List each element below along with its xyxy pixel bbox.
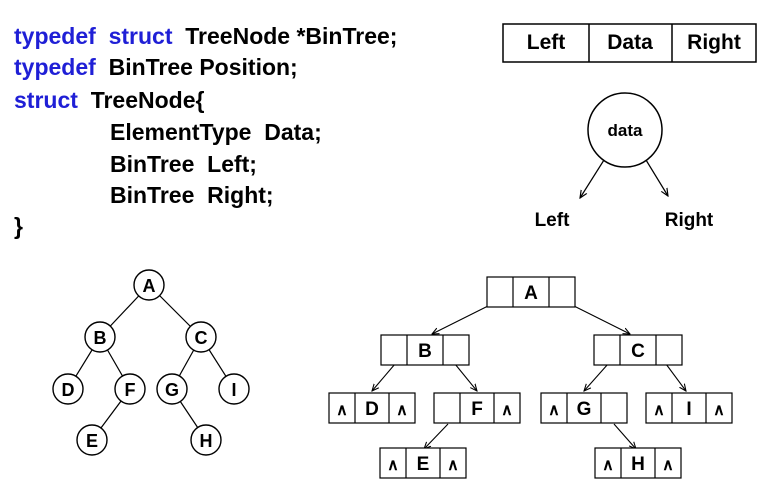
svg-text:E: E bbox=[86, 431, 98, 451]
keyword-typedef: typedef bbox=[14, 23, 96, 49]
tree-node-f: F bbox=[114, 373, 146, 405]
tree-node-g: G bbox=[156, 373, 188, 405]
null-right-e: ∧ bbox=[447, 457, 459, 474]
svg-text:C: C bbox=[195, 328, 208, 348]
svg-text:I: I bbox=[686, 399, 691, 420]
svg-text:B: B bbox=[418, 341, 432, 362]
svg-text:I: I bbox=[231, 380, 236, 400]
keyword-typedef: typedef bbox=[14, 54, 96, 80]
linked-node-e: ∧ E ∧ bbox=[379, 447, 467, 479]
null-left-h: ∧ bbox=[602, 457, 614, 474]
null-right-d: ∧ bbox=[396, 402, 408, 419]
svg-text:F: F bbox=[125, 380, 136, 400]
svg-text:G: G bbox=[577, 399, 592, 420]
linked-node-b: B bbox=[380, 334, 470, 366]
code-line-7: } bbox=[14, 213, 23, 239]
code-line-5: BinTree Left; bbox=[110, 151, 257, 177]
legend-data-cell: Data bbox=[607, 31, 653, 54]
code-line-4: ElementType Data; bbox=[110, 119, 322, 145]
keyword-struct: struct bbox=[108, 23, 173, 49]
svg-text:H: H bbox=[200, 431, 213, 451]
linked-tree-edges bbox=[372, 299, 686, 449]
linked-node-c: C bbox=[593, 334, 683, 366]
svg-text:B: B bbox=[94, 328, 107, 348]
svg-text:H: H bbox=[631, 454, 645, 475]
keyword-struct: struct bbox=[14, 87, 78, 113]
node-structure-legend: Left Data Right bbox=[502, 23, 757, 63]
null-left-g: ∧ bbox=[548, 402, 560, 419]
null-right-i: ∧ bbox=[713, 402, 725, 419]
logical-tree-nodes: A B C D F G I E H bbox=[52, 269, 250, 456]
svg-text:D: D bbox=[365, 399, 379, 420]
abstract-node-label: data bbox=[608, 121, 644, 140]
abstract-node-legend: data Left Right bbox=[535, 92, 714, 231]
linked-node-d: ∧ D ∧ bbox=[328, 392, 416, 424]
tree-node-d: D bbox=[52, 373, 84, 405]
tree-node-c: C bbox=[185, 321, 217, 353]
code-line-1: typedef struct TreeNode *BinTree; bbox=[14, 22, 397, 51]
null-left-i: ∧ bbox=[653, 402, 665, 419]
svg-text:C: C bbox=[631, 341, 645, 362]
legend-right-cell: Right bbox=[687, 31, 741, 54]
tree-node-h: H bbox=[190, 424, 222, 456]
tree-node-e: E bbox=[76, 424, 108, 456]
svg-text:A: A bbox=[143, 276, 156, 296]
code-line-3: struct TreeNode{ bbox=[14, 86, 204, 115]
svg-text:E: E bbox=[417, 454, 430, 475]
linked-node-h: ∧ H ∧ bbox=[594, 447, 682, 479]
svg-text:G: G bbox=[165, 380, 179, 400]
svg-text:F: F bbox=[471, 399, 483, 420]
linked-node-a: A bbox=[486, 276, 576, 308]
abstract-right-label: Right bbox=[665, 210, 714, 231]
code-text: TreeNode *BinTree; bbox=[185, 23, 398, 49]
null-left-e: ∧ bbox=[387, 457, 399, 474]
null-right-h: ∧ bbox=[662, 457, 674, 474]
svg-text:D: D bbox=[62, 380, 75, 400]
tree-node-b: B bbox=[84, 321, 116, 353]
code-line-2: typedef BinTree Position; bbox=[14, 53, 298, 82]
logical-tree bbox=[67, 284, 235, 441]
null-right-f: ∧ bbox=[501, 402, 513, 419]
tree-node-a: A bbox=[133, 269, 165, 301]
linked-node-i: ∧ I ∧ bbox=[645, 392, 733, 424]
svg-text:A: A bbox=[524, 283, 538, 304]
null-left-d: ∧ bbox=[336, 402, 348, 419]
linked-node-f: F ∧ bbox=[433, 392, 521, 424]
abstract-left-label: Left bbox=[535, 210, 571, 231]
linked-node-g: ∧ G bbox=[540, 392, 628, 424]
code-text: TreeNode{ bbox=[90, 87, 205, 113]
legend-left-cell: Left bbox=[527, 31, 566, 54]
code-text: BinTree Position; bbox=[108, 54, 298, 80]
tree-node-i: I bbox=[218, 373, 250, 405]
code-line-6: BinTree Right; bbox=[110, 182, 274, 208]
